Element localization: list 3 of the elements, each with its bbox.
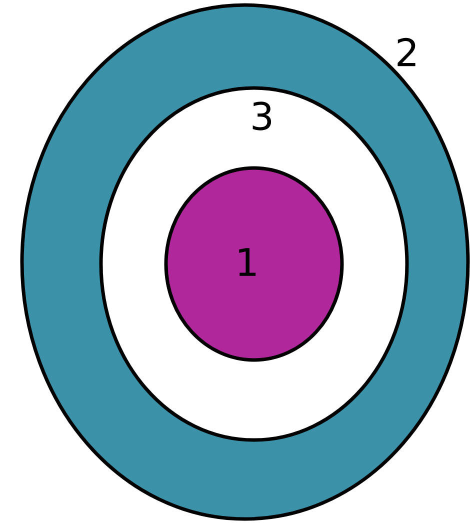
number-label: 3 (252, 102, 272, 130)
number-label: 1 (239, 248, 256, 276)
number-label: 2 (398, 38, 416, 66)
